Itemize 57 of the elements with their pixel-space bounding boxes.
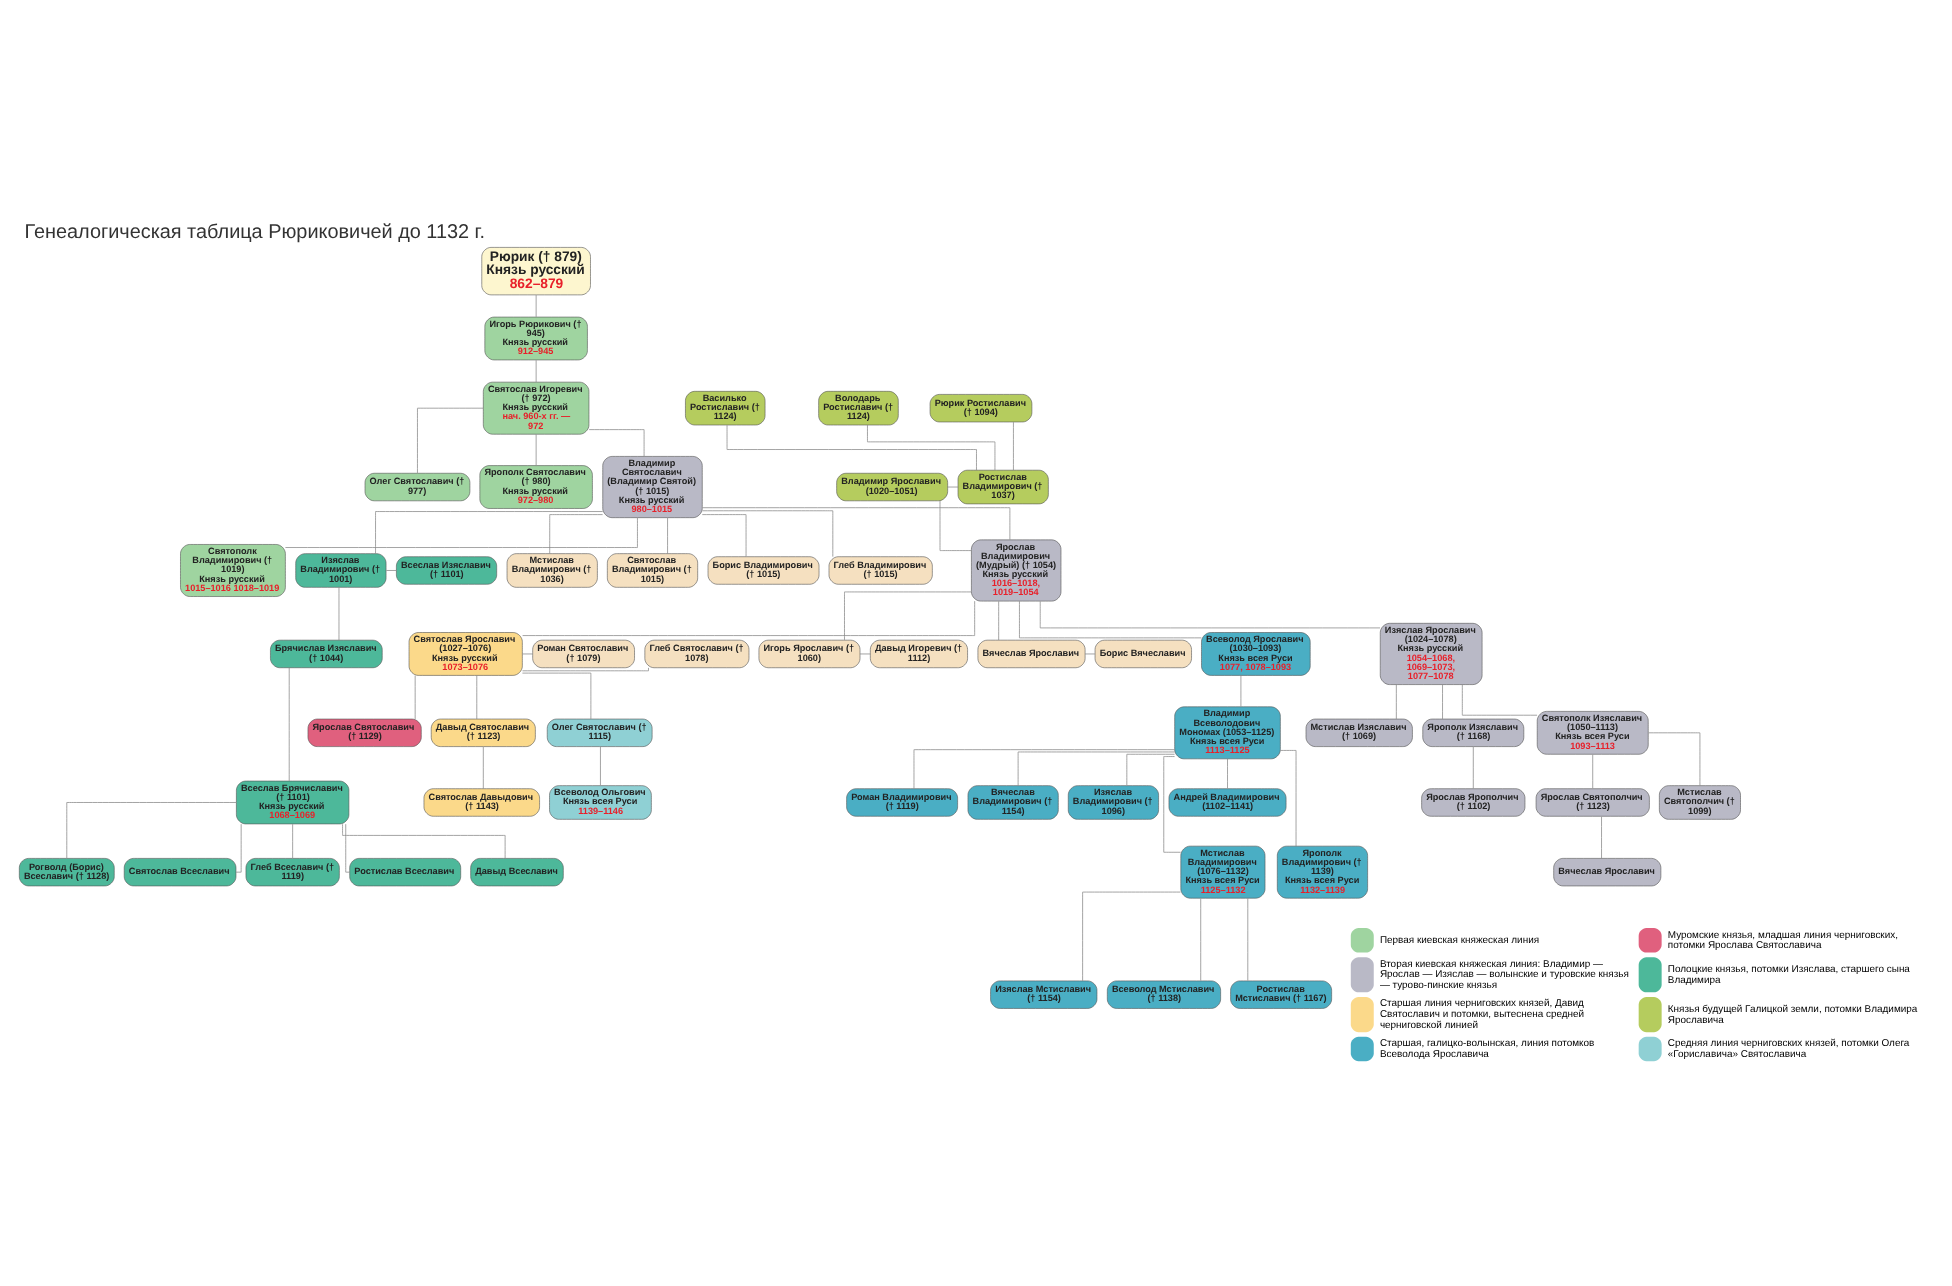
connector bbox=[726, 423, 977, 470]
connector bbox=[701, 513, 747, 557]
connector bbox=[1280, 749, 1297, 846]
connector bbox=[414, 674, 416, 719]
connector bbox=[1592, 753, 1594, 788]
connector bbox=[913, 748, 1176, 788]
connector bbox=[1240, 674, 1242, 706]
connector bbox=[522, 599, 976, 635]
connector bbox=[476, 674, 478, 719]
connector bbox=[292, 822, 294, 858]
connector bbox=[1013, 420, 1014, 470]
connector bbox=[1019, 599, 1202, 638]
connector bbox=[702, 509, 834, 557]
connector bbox=[549, 513, 603, 553]
connector bbox=[235, 822, 242, 872]
connector bbox=[288, 666, 290, 781]
connector bbox=[1247, 897, 1249, 980]
connector bbox=[1395, 683, 1397, 719]
connector bbox=[844, 590, 972, 640]
connector bbox=[1039, 599, 1381, 628]
connector bbox=[702, 506, 1011, 540]
connector bbox=[939, 499, 972, 550]
connector bbox=[859, 652, 871, 654]
connector bbox=[345, 822, 351, 872]
connector bbox=[385, 569, 397, 570]
connector bbox=[522, 666, 649, 671]
diagram-title: Генеалогическая таблица Рюриковичей до 1132 г. bbox=[24, 221, 485, 244]
connector bbox=[1200, 897, 1202, 980]
connector bbox=[1126, 752, 1175, 785]
connector bbox=[535, 432, 537, 465]
connector bbox=[588, 428, 645, 456]
connector bbox=[535, 358, 537, 382]
connector bbox=[1227, 757, 1228, 788]
connector bbox=[522, 652, 533, 654]
connector bbox=[1017, 750, 1176, 785]
connector bbox=[600, 745, 601, 785]
connector bbox=[342, 822, 506, 858]
connector bbox=[338, 586, 340, 640]
connector bbox=[1163, 755, 1181, 852]
connector bbox=[1461, 683, 1538, 715]
connector bbox=[417, 406, 484, 473]
connector bbox=[375, 510, 604, 553]
connector bbox=[1082, 890, 1181, 981]
connector bbox=[66, 801, 237, 858]
connector bbox=[1472, 745, 1474, 789]
connector bbox=[998, 599, 1000, 640]
connector bbox=[482, 745, 484, 789]
connector bbox=[522, 671, 592, 719]
connector bbox=[285, 516, 638, 547]
connector bbox=[1648, 731, 1701, 785]
connector bbox=[947, 485, 959, 487]
connector bbox=[1084, 652, 1096, 654]
connector bbox=[867, 423, 996, 470]
connector bbox=[1442, 683, 1443, 719]
connector bbox=[535, 293, 537, 317]
connector bbox=[1601, 815, 1602, 858]
connector bbox=[667, 516, 668, 553]
